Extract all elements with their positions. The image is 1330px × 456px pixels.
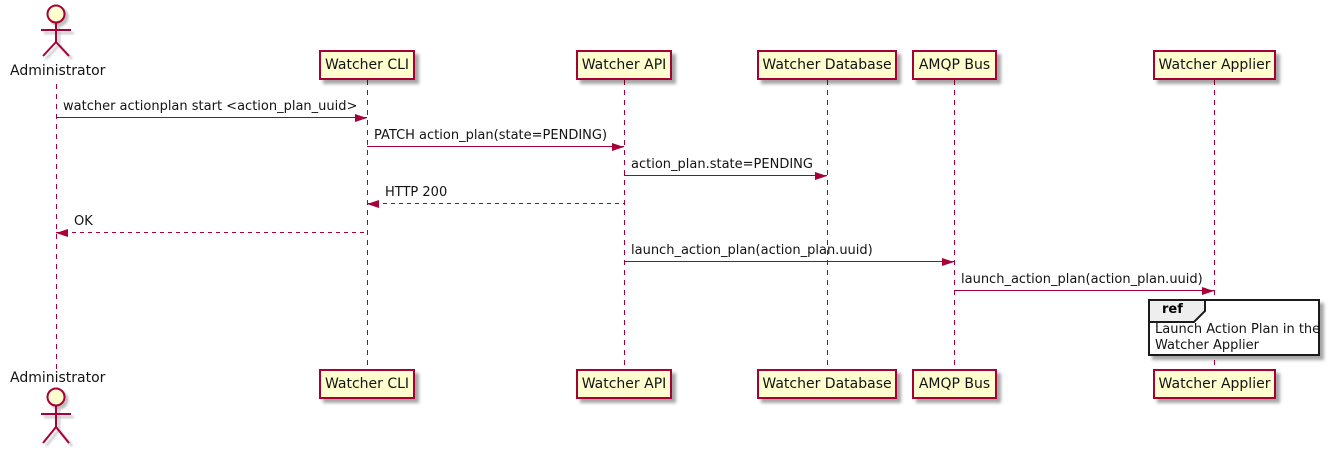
- message-line: [624, 261, 954, 262]
- message-label: watcher actionplan start <action_plan_uu…: [63, 99, 358, 114]
- message-line: [367, 203, 624, 204]
- message-label: launch_action_plan(action_plan.uuid): [961, 272, 1203, 287]
- message-label: action_plan.state=PENDING: [631, 157, 813, 172]
- message-line: [954, 290, 1214, 291]
- message-label: launch_action_plan(action_plan.uuid): [631, 243, 873, 258]
- arrowhead-icon: [367, 200, 379, 208]
- participant-label: Watcher API: [581, 57, 667, 73]
- participant-box-watcher-cli-top: Watcher CLI: [319, 50, 415, 80]
- arrowhead-icon: [815, 172, 827, 180]
- participant-label: Watcher Database: [762, 57, 892, 73]
- participant-box-watcher-database-bottom: Watcher Database: [757, 369, 897, 399]
- participant-label: Watcher CLI: [324, 376, 410, 392]
- lifeline-watcher-api: [624, 80, 625, 369]
- arrowhead-icon: [612, 143, 624, 151]
- ref-text-line-2: Watcher Applier: [1155, 338, 1259, 353]
- message-line: [367, 146, 624, 147]
- message-line: [624, 175, 827, 176]
- message-label: PATCH action_plan(state=PENDING): [374, 128, 608, 143]
- participant-label: Watcher Applier: [1158, 57, 1271, 73]
- participant-label: AMQP Bus: [918, 57, 991, 73]
- participant-box-watcher-applier-bottom: Watcher Applier: [1153, 369, 1276, 399]
- arrowhead-icon: [355, 114, 367, 122]
- lifeline-watcher-database: [827, 80, 828, 369]
- ref-text-line-1: Launch Action Plan in the: [1155, 322, 1321, 337]
- ref-tab-shape: [1148, 299, 1206, 323]
- participant-label: Watcher Database: [762, 376, 892, 392]
- participant-label-administrator-top: Administrator: [10, 63, 106, 79]
- actor-icon: [41, 4, 71, 57]
- message-line: [56, 117, 367, 118]
- lifeline-administrator: [56, 84, 57, 370]
- arrowhead-icon: [1202, 287, 1214, 295]
- arrowhead-icon: [942, 258, 954, 266]
- participant-box-amqp-bus-top: AMQP Bus: [912, 50, 997, 80]
- actor-icon: [41, 387, 71, 444]
- participant-label: AMQP Bus: [918, 376, 991, 392]
- participant-label: Watcher Applier: [1158, 376, 1271, 392]
- ref-keyword: ref: [1162, 302, 1183, 317]
- lifeline-watcher-cli: [367, 80, 368, 369]
- message-line: [56, 232, 367, 233]
- arrowhead-icon: [56, 229, 68, 237]
- lifeline-watcher-applier: [1214, 80, 1215, 369]
- participant-box-watcher-applier-top: Watcher Applier: [1153, 50, 1276, 80]
- ref-fragment: ref Launch Action Plan in the Watcher Ap…: [1148, 299, 1320, 356]
- participant-box-watcher-database-top: Watcher Database: [757, 50, 897, 80]
- message-label: HTTP 200: [385, 185, 448, 200]
- participant-box-watcher-api-top: Watcher API: [576, 50, 672, 80]
- participant-box-watcher-api-bottom: Watcher API: [576, 369, 672, 399]
- message-label: OK: [74, 214, 93, 229]
- lifeline-amqp-bus: [954, 80, 955, 369]
- participant-box-watcher-cli-bottom: Watcher CLI: [319, 369, 415, 399]
- participant-box-amqp-bus-bottom: AMQP Bus: [912, 369, 997, 399]
- participant-label: Watcher CLI: [324, 57, 410, 73]
- participant-label-administrator-bottom: Administrator: [10, 370, 106, 386]
- participant-label: Watcher API: [581, 376, 667, 392]
